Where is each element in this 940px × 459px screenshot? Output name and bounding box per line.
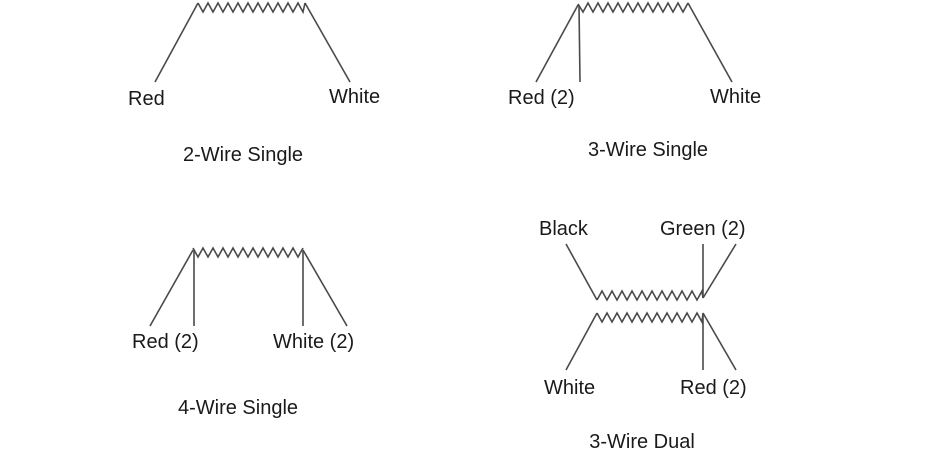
diagram-2-wire-single — [154, 1, 351, 83]
label-red-2: Red (2) — [680, 377, 747, 399]
wire-red-1 — [535, 4, 579, 83]
wire-black — [565, 243, 598, 301]
wire-white — [687, 2, 733, 83]
label-red-2: Red (2) — [132, 331, 199, 353]
wire-red-2 — [578, 4, 581, 83]
resistor-element-bottom — [596, 311, 704, 325]
wire-green-2 — [702, 243, 737, 299]
title-3-wire-dual: 3-Wire Dual — [589, 431, 695, 453]
title-3-wire-single: 3-Wire Single — [587, 139, 709, 161]
label-white: White — [710, 86, 762, 108]
label-green-2: Green (2) — [660, 218, 746, 240]
label-white: White — [329, 86, 381, 108]
wire-white-2 — [302, 249, 348, 327]
label-red-2: Red (2) — [508, 87, 575, 109]
wire-red-2 — [702, 312, 737, 371]
title-4-wire-single: 4-Wire Single — [177, 397, 299, 419]
label-white: White — [544, 377, 596, 399]
diagram-4-wire-single — [149, 246, 348, 327]
wire-red-1 — [149, 249, 194, 327]
diagram-3-wire-dual — [565, 243, 737, 371]
title-2-wire-single: 2-Wire Single — [182, 144, 304, 166]
label-red: Red — [128, 88, 165, 110]
resistor-element — [197, 1, 306, 15]
diagram-3-wire-single — [535, 1, 733, 83]
label-white-2: White (2) — [273, 331, 355, 353]
wire-red — [154, 2, 199, 83]
resistor-element-top — [596, 288, 704, 302]
label-black: Black — [539, 218, 588, 240]
wire-white — [565, 312, 598, 371]
resistor-element — [192, 246, 304, 259]
wire-white — [304, 2, 351, 83]
resistor-element — [577, 1, 689, 14]
